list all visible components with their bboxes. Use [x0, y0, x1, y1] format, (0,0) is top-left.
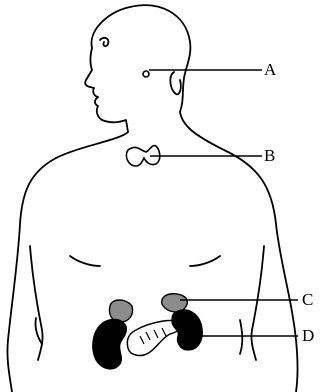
pituitary-gland — [143, 71, 149, 77]
label-a: A — [264, 60, 277, 79]
label-c: C — [302, 290, 313, 309]
left-kidney — [93, 319, 127, 369]
left-adrenal-gland — [109, 300, 132, 322]
right-kidney — [172, 310, 202, 350]
right-adrenal-gland — [162, 294, 188, 312]
label-b: B — [264, 146, 275, 165]
label-d: D — [302, 326, 314, 345]
